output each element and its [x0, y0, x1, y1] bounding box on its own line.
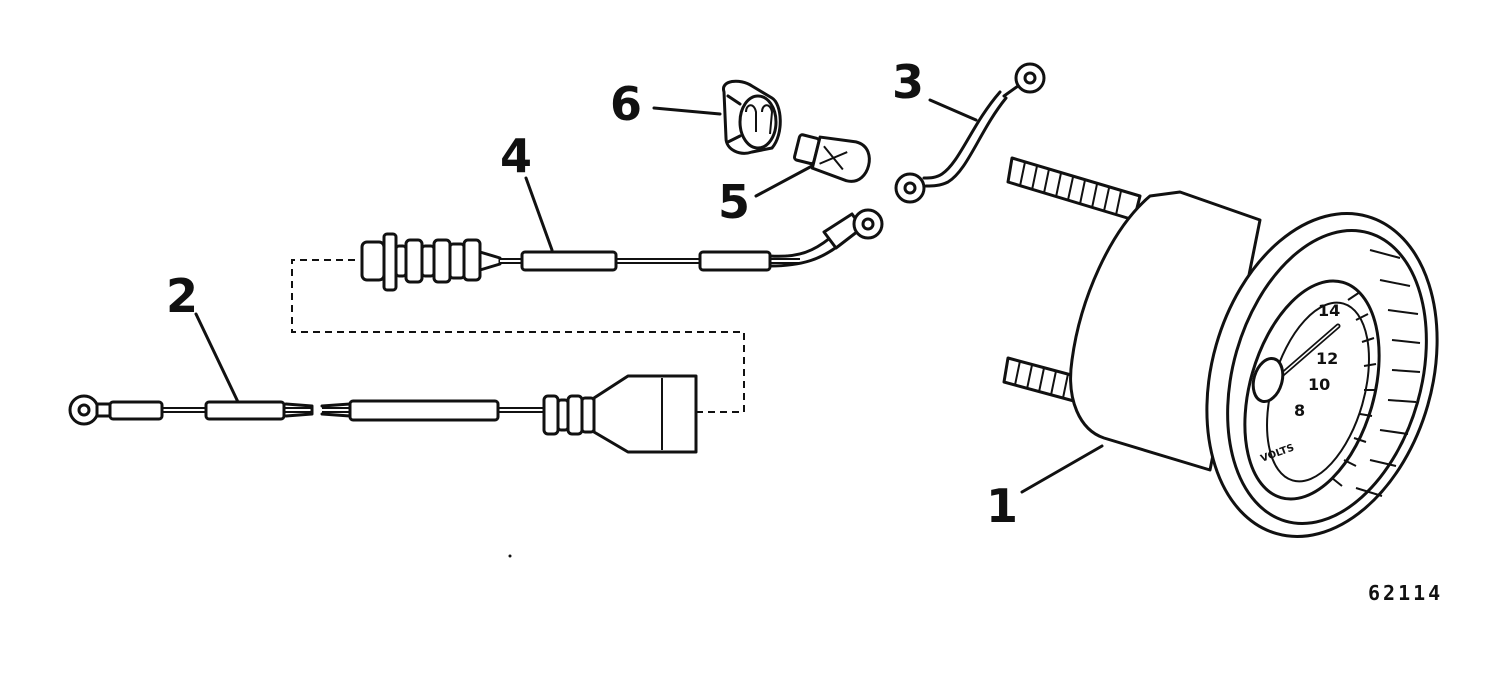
callout-1: 1 — [986, 479, 1018, 533]
connector-lower — [542, 374, 698, 454]
mounting-stud-upper — [1006, 156, 1142, 222]
cable-lower — [68, 374, 698, 454]
dial-ticks — [1331, 291, 1377, 487]
gauge-assembly: 14 12 10 8 VOLTS — [1002, 156, 1439, 538]
leader-line-5 — [754, 164, 814, 198]
callout-3: 3 — [892, 55, 924, 109]
dial-number: 10 — [1308, 375, 1330, 394]
bulb-socket — [722, 79, 782, 155]
leader-line-6 — [652, 106, 722, 116]
callout-4: 4 — [500, 129, 532, 183]
gauge-bezel-rim — [1226, 229, 1428, 525]
leader-line-3 — [928, 98, 978, 122]
callout-2: 2 — [166, 269, 198, 323]
leader-line-2 — [194, 312, 240, 404]
needle-hub — [1251, 357, 1285, 403]
dashed-connection — [291, 259, 745, 413]
callout-6: 6 — [610, 77, 642, 131]
cable-upper — [360, 208, 884, 292]
jumper-wire — [894, 62, 1046, 204]
callout-5: 5 — [718, 175, 750, 229]
leader-lines — [194, 98, 1104, 494]
figure-id: 62114 — [1368, 581, 1443, 605]
bezel-shading — [1355, 249, 1421, 497]
dial-number: 8 — [1294, 401, 1305, 420]
connector-upper — [360, 232, 502, 292]
leader-line-1 — [1020, 444, 1104, 494]
bulb — [793, 133, 871, 183]
leader-line-4 — [524, 176, 554, 252]
dial-number: 14 — [1318, 301, 1340, 320]
dial-number: 12 — [1316, 349, 1338, 368]
